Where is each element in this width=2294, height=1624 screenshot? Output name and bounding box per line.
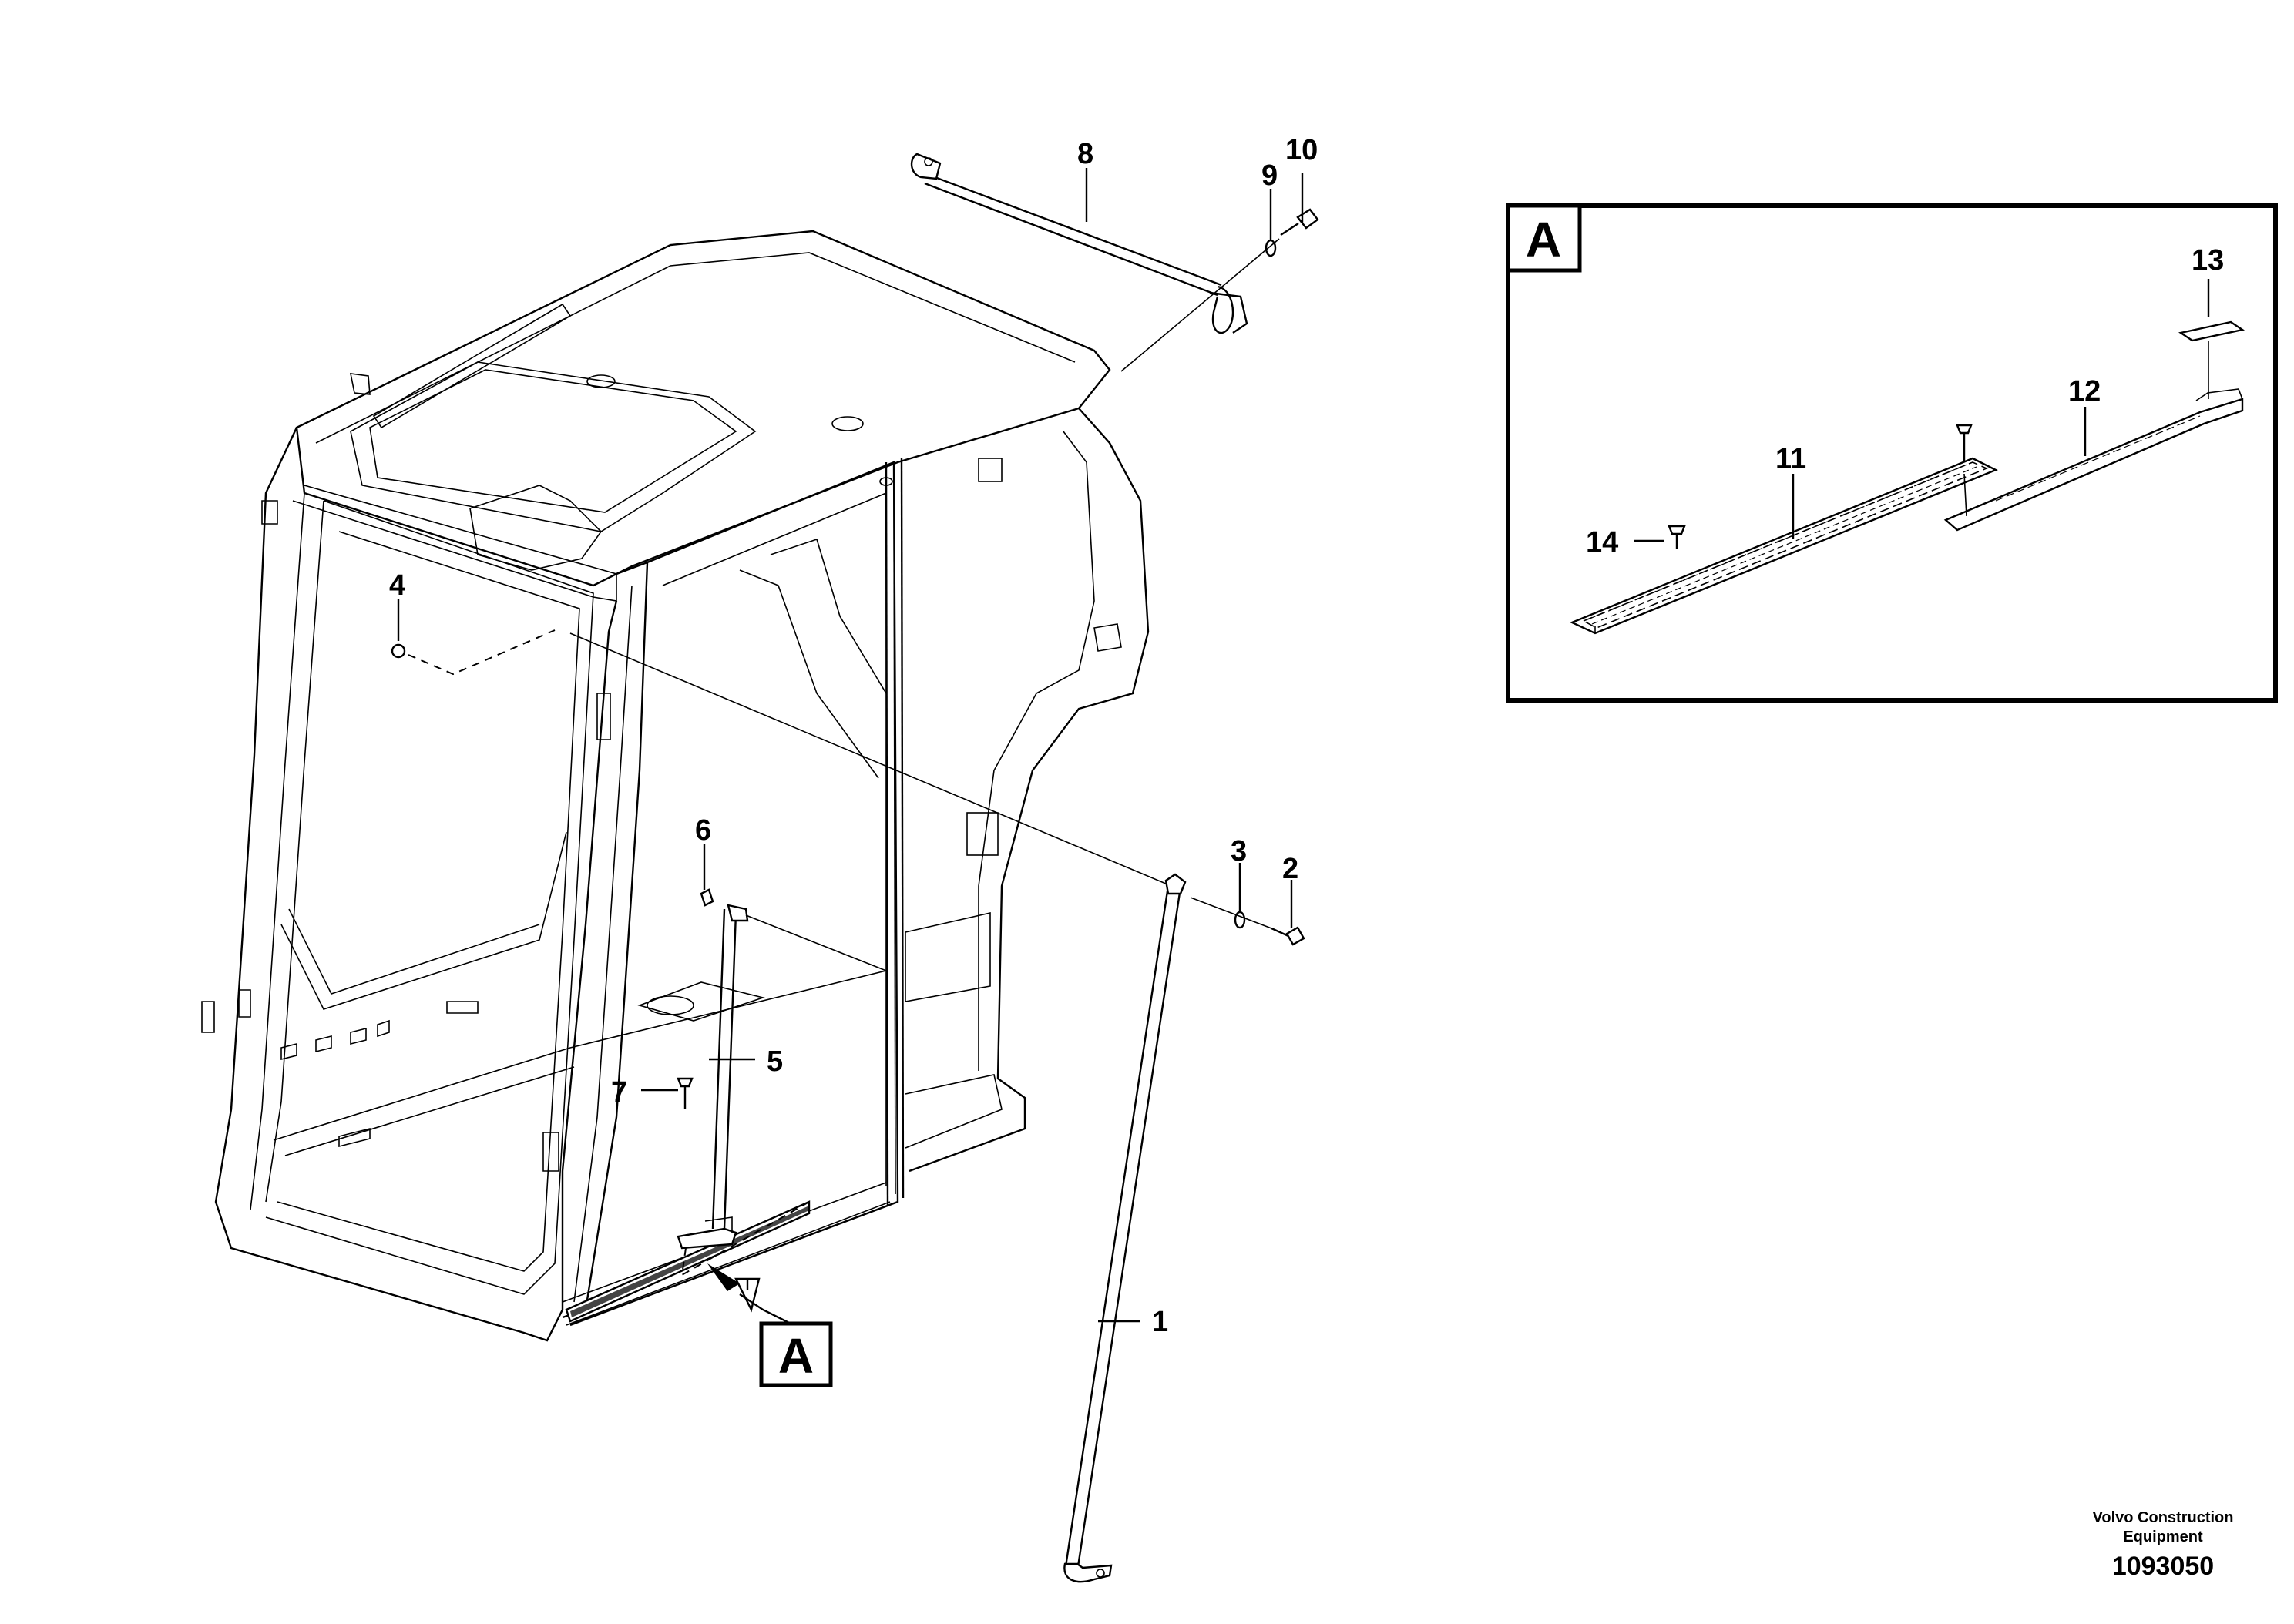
callout-2: 2 <box>1282 853 1298 885</box>
part-6-bolt <box>700 888 714 907</box>
part-1-grab-handle <box>1063 873 1187 1583</box>
footer-company-line1: Volvo Construction <box>2093 1509 2234 1526</box>
callout-3: 3 <box>1231 835 1247 867</box>
callout-8: 8 <box>1077 138 1093 170</box>
assembly-line-4 <box>408 629 556 676</box>
assembly-line-7 <box>680 1201 810 1277</box>
cab-frame <box>201 230 1150 1342</box>
part-13-pad <box>2178 320 2245 342</box>
part-12-strip <box>1943 388 2244 532</box>
part-10-bolt <box>1280 208 1319 237</box>
footer-company-line2: Equipment <box>2123 1528 2203 1545</box>
part-14-screw-left <box>1668 525 1686 549</box>
part-2-bolt <box>1271 926 1305 946</box>
callout-14: 14 <box>1586 526 1618 559</box>
part-4-nut <box>391 643 406 659</box>
detail-reference-box <box>759 1321 833 1387</box>
assembly-line-8 <box>1120 238 1280 372</box>
footer-drawing-number: 1093050 <box>2112 1552 2214 1581</box>
callout-12: 12 <box>2068 375 2101 408</box>
assembly-line-5 <box>745 914 887 971</box>
callout-10: 10 <box>1285 134 1318 166</box>
callout-6: 6 <box>695 814 711 847</box>
callout-13: 13 <box>2192 244 2224 277</box>
part-5-interior-handle <box>677 904 749 1250</box>
part-8-handle-rod <box>910 153 1248 334</box>
detail-reference-label: A <box>778 1328 814 1384</box>
part-14-screw-right <box>1956 424 1973 462</box>
callout-7: 7 <box>611 1076 627 1109</box>
assembly-line-1 <box>569 632 1172 887</box>
callout-5: 5 <box>767 1045 783 1078</box>
callout-1: 1 <box>1152 1306 1168 1338</box>
callout-4: 4 <box>389 569 405 602</box>
detail-box-label: A <box>1526 212 1561 267</box>
callout-11: 11 <box>1775 443 1806 475</box>
part-7-screw <box>677 1077 694 1109</box>
callout-9: 9 <box>1261 159 1278 192</box>
assembly-line-2 <box>1190 897 1272 929</box>
part-11-step-plate <box>1570 457 1998 635</box>
assembly-line-14 <box>1963 473 1967 517</box>
detail-view-a <box>1506 203 2278 703</box>
